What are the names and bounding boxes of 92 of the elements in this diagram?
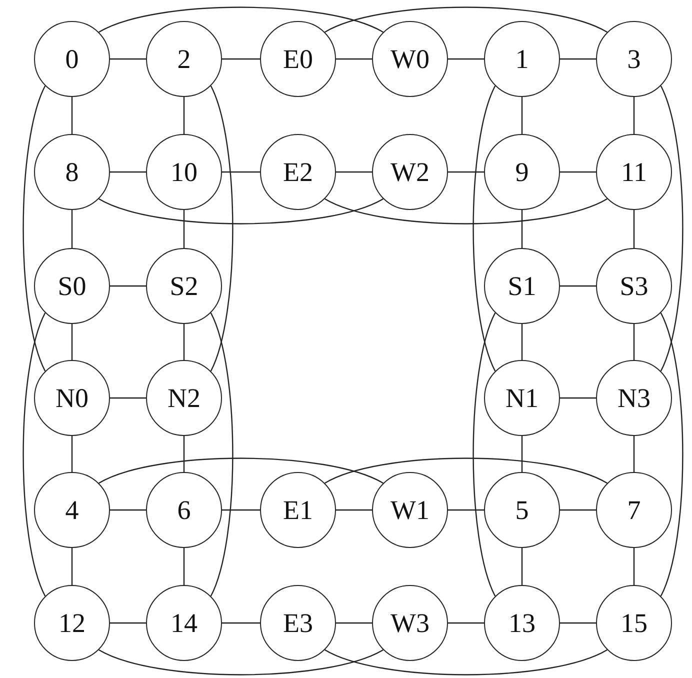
connector-line [633,324,635,360]
node-label: S0 [58,272,86,300]
connector-line [98,649,384,676]
connector-line [22,312,46,596]
connector-line [448,58,484,60]
connector-line [210,312,234,596]
node-label: S2 [170,272,198,300]
node-label: 1 [515,46,529,72]
connector-line [633,210,635,248]
node-label: 8 [65,158,79,186]
connector-line [336,171,372,173]
connector-line [560,397,596,399]
connector-line [448,171,484,173]
connector-line [110,622,146,624]
connector-line [521,324,523,360]
node-label: 3 [627,46,641,72]
node-label: N1 [506,384,538,412]
connector-line [98,198,384,224]
node-label: 4 [65,496,79,524]
node-label: W1 [390,496,430,524]
connector-line [633,97,635,134]
connector-line [183,436,185,472]
node-label: 10 [170,158,198,186]
connector-line [71,436,73,472]
connector-line [521,97,523,134]
node-label: E0 [283,46,313,72]
connector-line [183,548,185,585]
connector-line [98,458,384,484]
connector-line [210,86,234,372]
connector-line [660,312,684,596]
node-label: N2 [168,384,200,412]
node-label: 15 [620,610,648,636]
connector-line [472,86,496,372]
node-label: 9 [515,158,529,186]
connector-line [183,210,185,248]
connector-line [633,436,635,472]
node-label: 11 [621,158,647,186]
node-label: W0 [390,46,430,72]
node-label: W2 [390,158,430,186]
node-label: 0 [65,46,79,72]
connector-line [324,6,608,33]
connector-line [448,509,484,511]
connector-line [110,171,146,173]
connector-line [521,436,523,472]
connector-line [110,397,146,399]
node-label: E3 [283,610,313,636]
connector-line [660,86,684,372]
connector-line [110,509,146,511]
connector-line [71,97,73,134]
connector-line [336,58,372,60]
node-label: N0 [56,384,88,412]
connector-line [71,548,73,585]
connector-line [183,97,185,134]
node-label: S1 [508,272,536,300]
connector-line [336,622,372,624]
node-label: N3 [618,384,650,412]
connector-line [560,171,596,173]
connector-line [222,58,260,60]
node-label: 2 [177,46,191,72]
connector-line [71,210,73,248]
node-label: W3 [390,610,430,636]
connector-line [521,548,523,585]
connector-line [472,312,496,596]
node-label: E2 [283,158,313,186]
connector-line [222,622,260,624]
node-label: 6 [177,496,191,524]
connector-line [560,509,596,511]
node-label: 12 [58,610,86,636]
node-label: 7 [627,496,641,524]
connector-line [560,622,596,624]
connector-line [98,6,384,33]
node-label: 13 [508,610,536,636]
connector-line [560,58,596,60]
connector-line [560,285,596,287]
connector-line [633,548,635,585]
connector-line [521,210,523,248]
connector-line [22,86,46,372]
connector-line [183,324,185,360]
connector-line [324,649,608,676]
node-label: E1 [283,496,313,524]
connector-line [336,509,372,511]
connector-line [110,285,146,287]
connector-line [324,198,608,224]
connector-line [324,458,608,484]
connector-line [448,622,484,624]
node-label: 14 [170,610,198,636]
connector-line [222,171,260,173]
connector-line [110,58,146,60]
node-label: 5 [515,496,529,524]
node-label: S3 [620,272,648,300]
connector-line [222,509,260,511]
connector-line [71,324,73,360]
